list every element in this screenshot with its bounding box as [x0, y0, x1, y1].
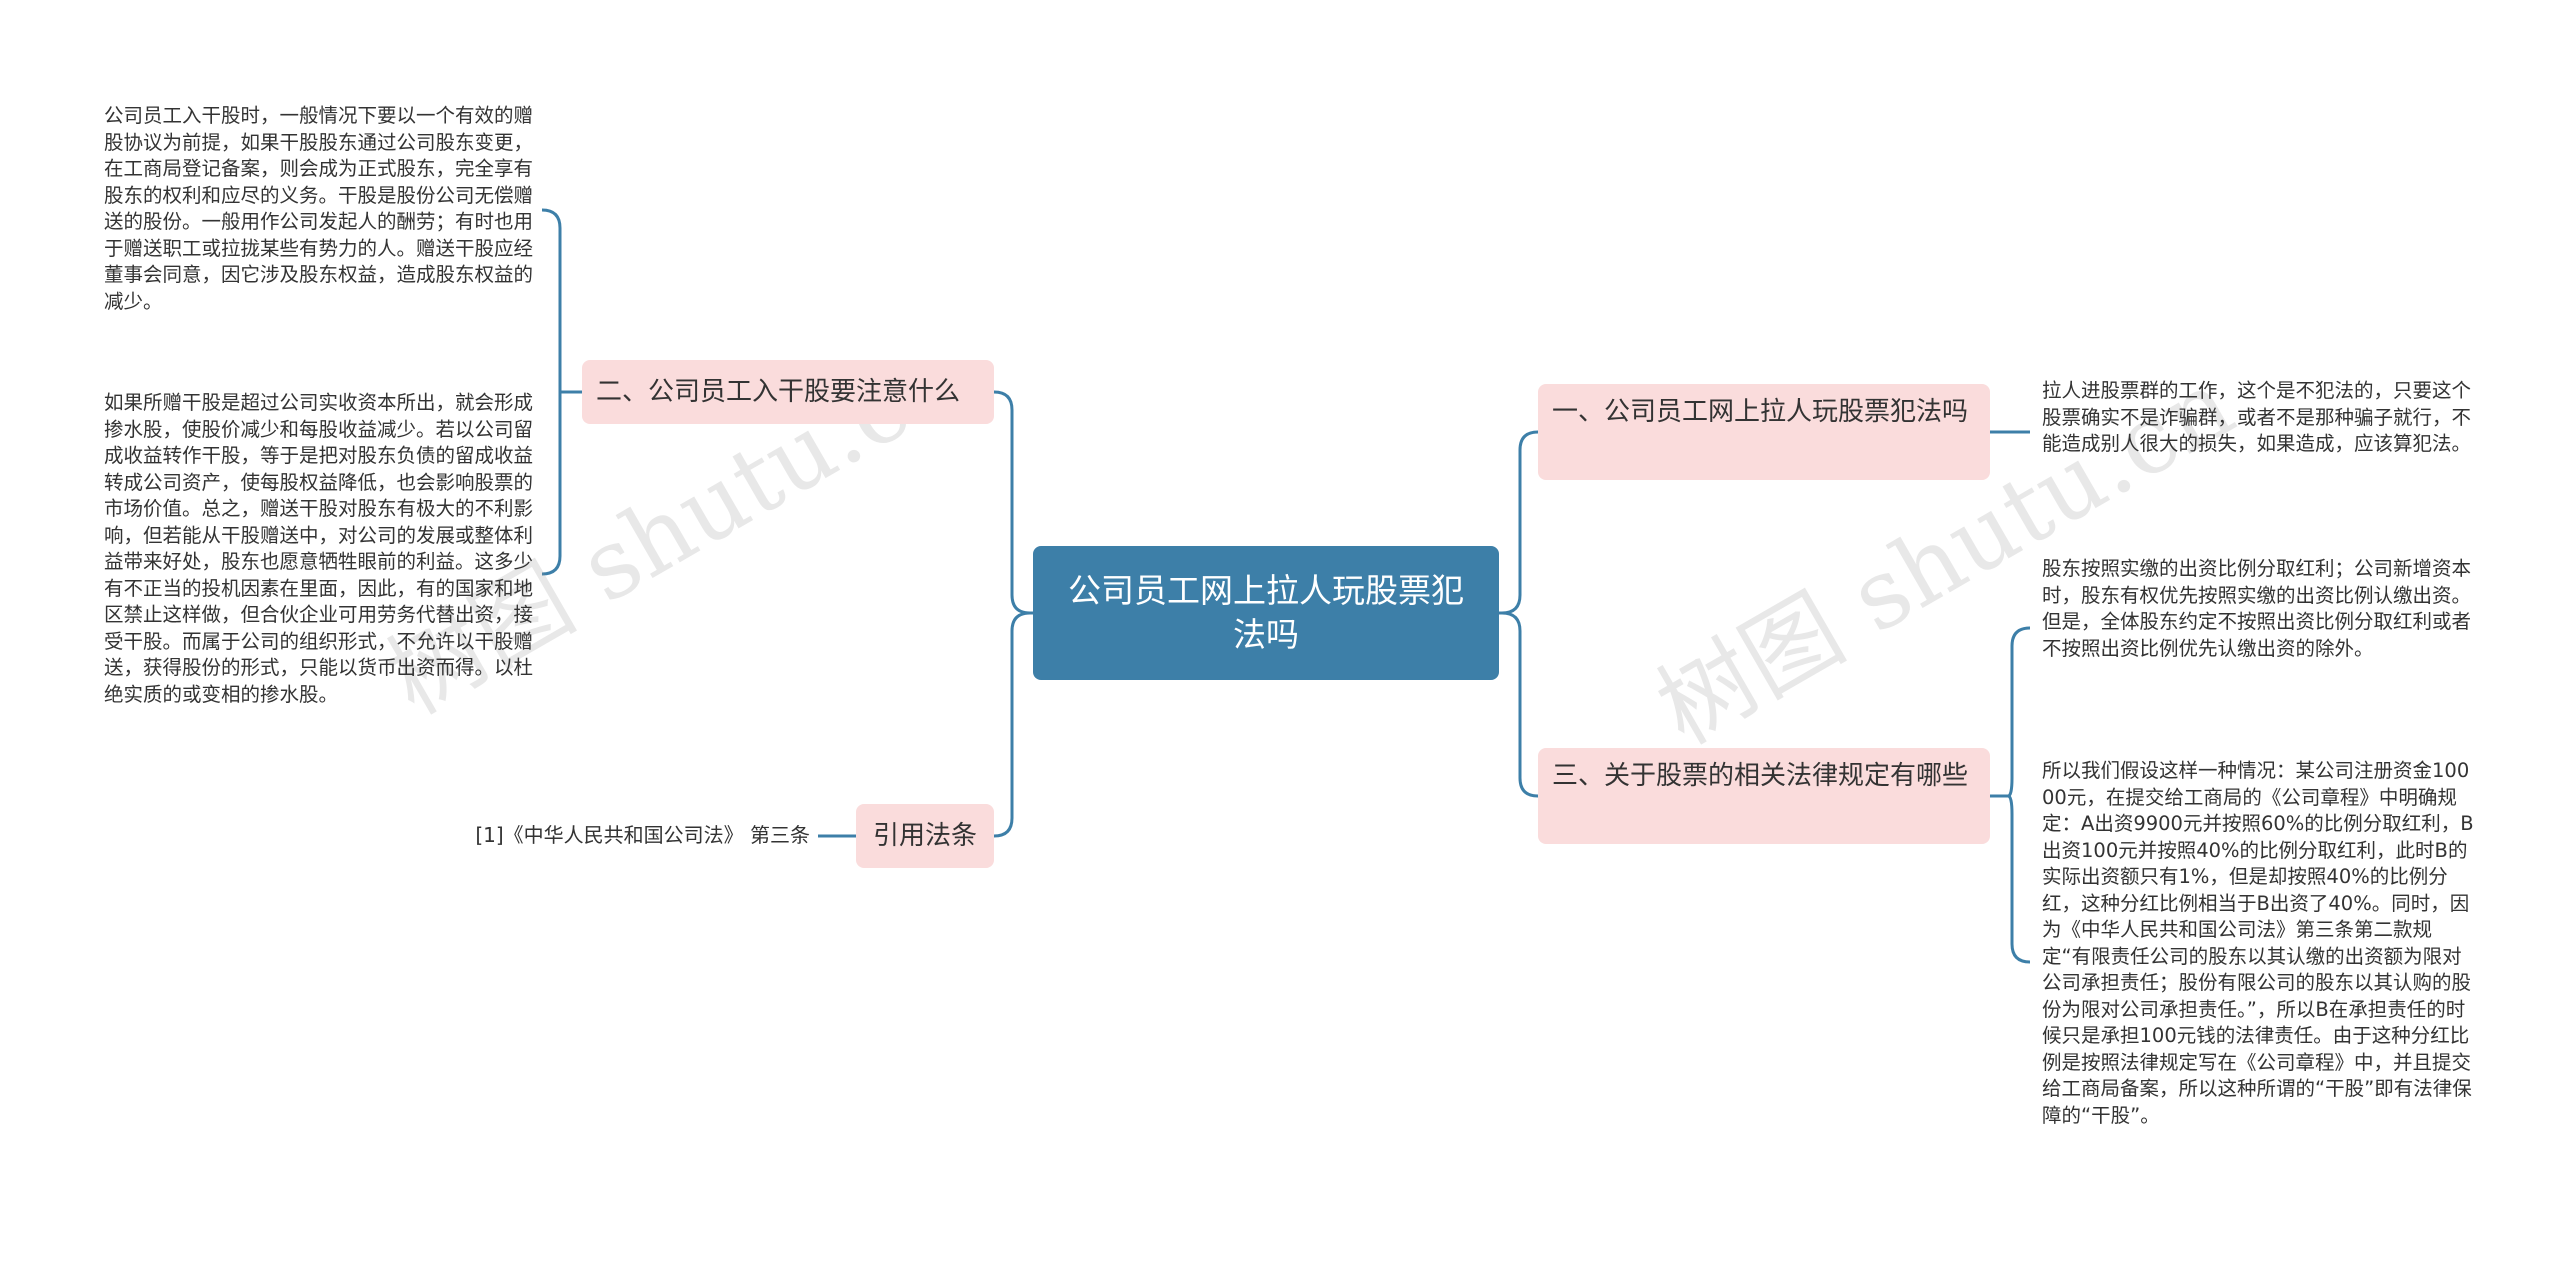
topic-node-1[interactable]: 一、公司员工网上拉人玩股票犯法吗 — [1538, 384, 1990, 480]
topic-3-label: 三、关于股票的相关法律规定有哪些 — [1552, 761, 1969, 791]
root-node[interactable]: 公司员工网上拉人玩股票犯法吗 — [1033, 546, 1499, 680]
connector-root-topic1 — [1499, 430, 1539, 615]
citation-label: 引用法条 — [872, 821, 977, 851]
topic-node-3[interactable]: 三、关于股票的相关法律规定有哪些 — [1538, 748, 1990, 844]
connector-root-topic2 — [993, 390, 1033, 615]
topic-3-detail-1: 股东按照实缴的出资比例分取红利；公司新增资本时，股东有权优先按照实缴的出资比例认… — [2042, 557, 2472, 660]
citation-node[interactable]: 引用法条 — [856, 804, 994, 868]
connector-topic2-detail1 — [541, 208, 582, 394]
connector-root-topic3 — [1499, 611, 1539, 798]
connector-root-citation — [993, 611, 1033, 838]
connector-topic3-detail2 — [1990, 794, 2031, 964]
topic-node-2[interactable]: 二、公司员工入干股要注意什么 — [582, 360, 994, 424]
topic-2-label: 二、公司员工入干股要注意什么 — [596, 377, 961, 407]
topic-1-detail: 拉人进股票群的工作，这个是不犯法的，只要这个股票确实不是诈骗群，或者不是那种骗子… — [2042, 379, 2472, 455]
topic-2-detail-1: 公司员工入干股时，一般情况下要以一个有效的赠股协议为前提，如果干股股东通过公司股… — [104, 104, 534, 313]
citation-detail: [1]《中华人民共和国公司法》 第三条 — [475, 823, 810, 847]
root-label: 公司员工网上拉人玩股票犯法吗 — [1068, 571, 1464, 654]
topic-2-detail-2: 如果所赠干股是超过公司实收资本所出，就会形成掺水股，使股价减少和每股收益减少。若… — [104, 391, 534, 706]
topic-1-label: 一、公司员工网上拉人玩股票犯法吗 — [1552, 397, 1969, 427]
topic-3-detail-2: 所以我们假设这样一种情况：某公司注册资金10000元，在提交给工商局的《公司章程… — [2042, 759, 2474, 1127]
connector-topic2-detail2 — [541, 390, 582, 576]
connector-topic3-detail1 — [1990, 626, 2031, 798]
